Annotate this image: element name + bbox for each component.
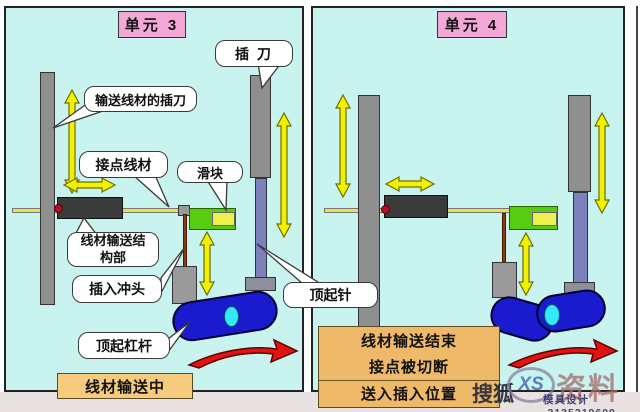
callout-label: 线材输送结构部	[80, 233, 146, 265]
callout-label: 插 刀	[235, 45, 273, 62]
watermark-tagline: 模具设计·2135219609	[543, 392, 640, 412]
callout-label: 输送线材的插刀	[94, 92, 186, 108]
callout-lift-pin: 顶起针	[283, 282, 378, 308]
outer-frame-line	[636, 6, 638, 392]
callout-label: 接点线材	[95, 156, 152, 173]
sohu-watermark: 搜狐	[472, 378, 514, 408]
lever-pivot	[224, 306, 239, 327]
callout-label: 顶起杠杆	[96, 337, 152, 354]
site-watermark: 资料网	[556, 364, 640, 412]
xs-logo-text: XS	[518, 374, 544, 395]
unit3-title-box: 单元 3	[118, 11, 186, 38]
callout-feed-blade: 输送线材的插刀	[84, 86, 197, 112]
insert-blade-bar	[568, 95, 591, 192]
feeder-pivot-dot	[54, 204, 63, 213]
callout-feed-mechanism: 线材输送结构部	[67, 232, 159, 267]
callout-slider: 滑块	[177, 161, 243, 183]
unit3-title: 单元 3	[124, 17, 180, 34]
move-arrow-horizontal-icon	[62, 176, 117, 194]
callout-tail	[131, 174, 170, 208]
sohu-watermark-text: 搜狐	[472, 383, 514, 406]
callout-tail	[160, 246, 186, 294]
callout-tail	[256, 243, 324, 285]
move-arrow-vertical-icon	[517, 231, 535, 297]
callout-contact-wire: 接点线材	[79, 151, 168, 178]
unit4-status-box: 线材输送结束 接点被切断 送入插入位置	[318, 326, 500, 408]
callout-insert-punch: 插入冲头	[72, 275, 162, 303]
callout-lift-lever: 顶起杠杆	[78, 332, 170, 359]
callout-label: 顶起针	[309, 287, 352, 303]
move-arrow-vertical-icon	[334, 93, 352, 199]
unit3-status-box: 线材输送中	[57, 373, 193, 399]
callout-tail	[205, 179, 228, 213]
slider-block	[212, 212, 235, 226]
unit4-title: 单元 4	[444, 17, 500, 34]
site-watermark-text: 资料网	[556, 373, 620, 406]
move-arrow-horizontal-icon	[384, 175, 436, 193]
rotate-arrow-icon	[187, 338, 299, 369]
vertical-guide-bar	[40, 72, 55, 305]
unit4-status-line3: 送入插入位置	[319, 379, 499, 407]
rotate-arrow-icon	[507, 338, 619, 369]
callout-insert-blade: 插 刀	[215, 40, 293, 67]
xs-logo-icon: XS	[507, 367, 555, 403]
punch-block	[172, 266, 197, 304]
callout-tail	[167, 321, 191, 354]
move-arrow-vertical-icon	[593, 111, 611, 215]
move-arrow-vertical-icon	[63, 88, 81, 195]
slider-block	[532, 212, 557, 226]
lever-pivot	[544, 304, 560, 326]
watermark-tagline-text: 模具设计·2135219609	[543, 394, 615, 412]
unit4-status-line2: 接点被切断	[368, 358, 449, 376]
unit3-status: 线材输送中	[84, 378, 165, 396]
move-arrow-vertical-icon	[275, 111, 293, 239]
callout-label: 滑块	[196, 165, 223, 181]
unit4-status-line1: 线材输送结束	[360, 332, 457, 350]
move-arrow-vertical-icon	[198, 230, 216, 297]
callout-label: 插入冲头	[89, 281, 145, 297]
feeder-pivot-dot	[381, 205, 390, 214]
unit4-title-box: 单元 4	[437, 11, 507, 38]
